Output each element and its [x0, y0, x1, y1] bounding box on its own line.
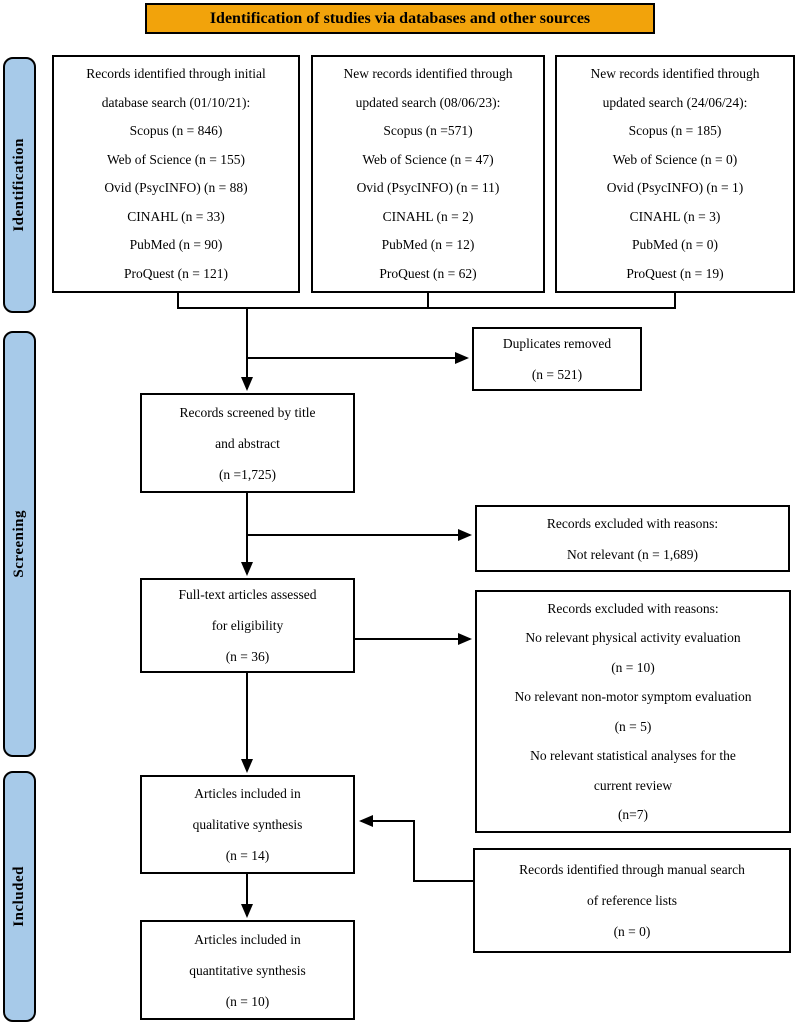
box-line: (n = 10)	[611, 659, 655, 675]
box-line: Scopus (n = 846)	[129, 123, 223, 138]
box-line: Scopus (n =571)	[383, 123, 473, 138]
box-line: ProQuest (n = 62)	[379, 265, 477, 281]
box-full-text-assessed: Full-text articles assessed for eligibil…	[140, 578, 355, 673]
box-line: New records identified through	[343, 66, 513, 81]
box-line: Ovid (PsycINFO) (n = 1)	[606, 180, 744, 195]
box-line: No relevant non-motor symptom evaluation	[514, 689, 752, 704]
box-line: Records excluded with reasons:	[546, 515, 719, 531]
box-line: Duplicates removed	[502, 336, 612, 351]
box-manual-search: Records identified through manual search…	[473, 848, 791, 953]
box-line: Records identified through manual search	[519, 862, 745, 877]
stage-bar-included: Included	[3, 771, 36, 1022]
box-initial-database-search: Records identified through initial datab…	[52, 55, 300, 293]
box-line: No relevant statistical analyses for the	[530, 748, 736, 763]
box-line: CINAHL (n = 2)	[382, 208, 474, 224]
box-line: of reference lists	[587, 893, 677, 908]
box-line: PubMed (n = 0)	[632, 237, 718, 252]
stage-bar-identification: Identification	[3, 57, 36, 313]
box-line: CINAHL (n = 3)	[629, 208, 721, 224]
box-quantitative-synthesis: Articles included in quantitative synthe…	[140, 920, 355, 1020]
box-line: Records identified through initial	[86, 66, 266, 81]
box-line: ProQuest (n = 19)	[626, 265, 724, 281]
box-line: Web of Science (n = 0)	[612, 151, 738, 167]
box-line: quantitative synthesis	[189, 962, 306, 978]
box-line: Not relevant (n = 1,689)	[567, 546, 698, 562]
box-line: (n = 521)	[531, 367, 583, 382]
box-records-screened: Records screened by title and abstract (…	[140, 393, 355, 493]
box-line: Scopus (n = 185)	[628, 123, 722, 138]
box-updated-search-2024: New records identified through updated s…	[555, 55, 795, 293]
box-line: Web of Science (n = 47)	[362, 151, 494, 167]
box-line: for eligibility	[211, 618, 284, 633]
box-line: (n=7)	[617, 807, 649, 822]
title-text: Identification of studies via databases …	[209, 9, 591, 27]
box-line: (n =1,725)	[218, 466, 277, 482]
box-updated-search-2023: New records identified through updated s…	[311, 55, 545, 293]
box-line: Ovid (PsycINFO) (n = 11)	[356, 180, 500, 195]
title-banner: Identification of studies via databases …	[145, 3, 655, 34]
box-line: database search (01/10/21):	[101, 94, 251, 110]
box-line: PubMed (n = 90)	[129, 237, 223, 252]
stage-bar-screening: Screening	[3, 331, 36, 757]
box-qualitative-synthesis: Articles included in qualitative synthes…	[140, 775, 355, 874]
box-line: Records screened by title	[179, 404, 316, 420]
box-line: updated search (08/06/23):	[355, 94, 501, 110]
box-line: (n = 5)	[614, 718, 652, 734]
box-line: Articles included in	[194, 786, 301, 801]
box-line: No relevant physical activity evaluation	[525, 630, 741, 645]
box-line: Records excluded with reasons:	[547, 600, 719, 616]
box-line: PubMed (n = 12)	[381, 237, 475, 252]
box-line: ProQuest (n = 121)	[124, 265, 228, 281]
box-line: and abstract	[215, 435, 280, 451]
box-line: (n = 0)	[613, 924, 651, 939]
box-line: (n = 10)	[225, 993, 270, 1009]
box-excluded-title-abstract: Records excluded with reasons: Not relev…	[475, 505, 790, 572]
connector-manual-to-qualitative	[359, 815, 475, 882]
stage-label-screening: Screening	[11, 510, 27, 578]
stage-label-included: Included	[11, 866, 27, 927]
box-line: New records identified through	[590, 66, 760, 81]
stage-label-identification: Identification	[11, 138, 27, 232]
box-line: (n = 14)	[225, 848, 270, 863]
box-line: CINAHL (n = 33)	[127, 208, 225, 224]
box-line: qualitative synthesis	[192, 817, 303, 832]
box-line: Articles included in	[194, 931, 301, 947]
box-line: (n = 36)	[225, 649, 270, 664]
box-duplicates-removed: Duplicates removed (n = 521)	[472, 327, 642, 391]
box-line: updated search (24/06/24):	[602, 94, 748, 110]
box-line: current review	[593, 777, 673, 793]
box-line: Web of Science (n = 155)	[106, 151, 246, 167]
box-line: Full-text articles assessed	[178, 587, 317, 602]
box-line: Ovid (PsycINFO) (n = 88)	[104, 180, 248, 195]
box-excluded-full-text: Records excluded with reasons: No releva…	[475, 590, 791, 833]
